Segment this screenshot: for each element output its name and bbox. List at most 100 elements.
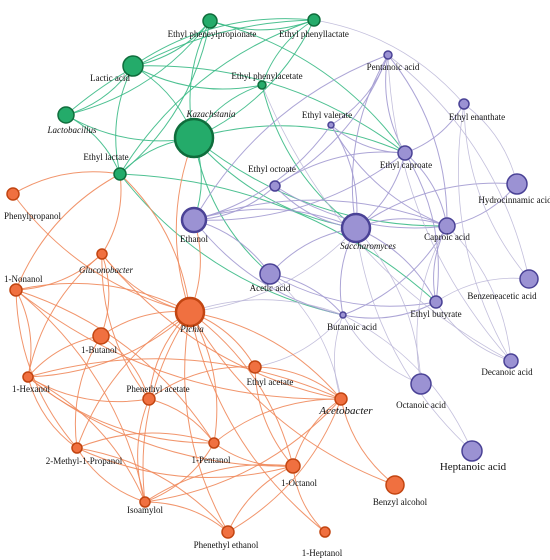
node-ethyl-lactate xyxy=(113,167,127,181)
edge-gluconobacter-acetobacter xyxy=(101,253,342,400)
label-ethyl-octoate: Ethyl octoate xyxy=(248,164,296,174)
edge-octanol-phenethyl-ethanol xyxy=(227,465,294,533)
label-methyl-propanol: 2-Methyl-1-Propanol xyxy=(46,456,123,466)
edge-lactic-acid-ethyl-phenylacetate xyxy=(132,65,263,90)
node-heptanol xyxy=(319,526,331,538)
node-hydrocinnamic-acid xyxy=(506,173,528,195)
edge-ethyl-phenyllactate-ethyl-enanthate xyxy=(313,19,465,105)
edge-octanol-isoamylol xyxy=(144,464,294,503)
edge-pichia-phenylpropanol xyxy=(12,193,191,313)
label-lactobacillus: Lactobacillus xyxy=(47,125,97,135)
edge-pichia-pentanol xyxy=(189,311,218,444)
edge-methyl-propanol-pentanol xyxy=(76,432,215,449)
edge-ethyl-lactate-butanoic-acid xyxy=(119,173,344,316)
edge-lactobacillus-ethyl-phenyllactate xyxy=(65,19,315,116)
label-phenylpropanol: Phenylpropanol xyxy=(4,211,61,221)
label-ethyl-phenyllactate: Ethyl phenyllactate xyxy=(279,29,349,39)
label-octanoic-acid: Octanoic acid xyxy=(396,400,446,410)
edge-pentanoic-acid-decanoic-acid xyxy=(387,54,512,362)
edge-ethyl-valerate-caproic-acid xyxy=(330,124,448,227)
edge-kazachstania-ethyl-phenyllactate xyxy=(193,19,315,139)
edge-pentanoic-acid-caproic-acid xyxy=(387,54,448,227)
edge-pichia-heptanol xyxy=(189,311,326,533)
edge-phenethyl-ethanol-acetobacter xyxy=(227,398,342,533)
node-pentanoic-acid xyxy=(383,50,393,60)
edge-ethyl-lactate-nonanol xyxy=(15,173,121,291)
edge-ethyl-phenylacetate-decanoic-acid xyxy=(261,84,512,362)
label-saccharomyces: Saccharomyces xyxy=(340,241,396,251)
edge-hexanol-octanol xyxy=(27,376,294,467)
edge-nonanol-methyl-propanol xyxy=(15,289,78,449)
node-ethyl-butyrate xyxy=(429,295,443,309)
edge-pichia-phenethyl-ethanol xyxy=(184,311,229,533)
edge-ethanol-caproic-acid xyxy=(193,199,448,227)
edge-ethyl-butyrate-decanoic-acid xyxy=(435,301,512,362)
label-ethyl-acetate: Ethyl acetate xyxy=(247,377,294,387)
edge-ethanol-acetic-acid xyxy=(193,219,271,275)
node-pentanol xyxy=(208,437,220,449)
label-pentanoic-acid: Pentanoic acid xyxy=(367,62,420,72)
label-kazachstania: Kazachstania xyxy=(185,109,236,119)
edge-caproic-acid-hydrocinnamic-acid xyxy=(446,183,518,227)
edge-lactobacillus-ethyl-pheneylpropionate xyxy=(65,20,211,116)
edge-pichia-kazachstania xyxy=(175,137,195,313)
label-pichia: Pichia xyxy=(179,324,204,334)
edge-pichia-acetobacter xyxy=(189,311,342,400)
edge-butanoic-acid-heptanoic-acid xyxy=(342,314,473,452)
edge-lactic-acid-ethyl-phenyllactate xyxy=(132,18,315,67)
edge-pichia-butanoic-acid xyxy=(189,299,344,316)
label-decanoic-acid: Decanoic acid xyxy=(481,367,533,377)
edge-methyl-propanol-octanol xyxy=(76,447,294,478)
edge-ethyl-lactate-pichia xyxy=(119,173,191,313)
edge-acetobacter-butanoic-acid xyxy=(334,314,344,400)
edge-hexanol-butanol xyxy=(27,335,102,378)
label-butanoic-acid: Butanoic acid xyxy=(327,322,377,332)
label-ethyl-valerate: Ethyl valerate xyxy=(302,110,352,120)
label-nonanol: 1-Nonanol xyxy=(4,274,43,284)
label-gluconobacter: Gluconobacter xyxy=(79,265,133,275)
label-hydrocinnamic-acid: Hydrocinnamic acid xyxy=(478,195,550,205)
label-isoamylol: Isoamylol xyxy=(127,505,163,515)
edge-butanol-methyl-propanol xyxy=(74,335,102,449)
edge-caproic-acid-butanoic-acid xyxy=(342,225,448,316)
edge-methyl-propanol-isoamylol xyxy=(76,447,146,503)
edge-caproic-acid-decanoic-acid xyxy=(446,225,512,362)
edge-lactic-acid-ethyl-lactate xyxy=(115,65,134,175)
edge-ethyl-acetate-butanoic-acid xyxy=(254,314,344,368)
label-pentanol: 1-Pentanol xyxy=(192,455,231,465)
node-ethanol xyxy=(180,206,208,234)
edge-isoamylol-acetobacter xyxy=(144,398,342,503)
edge-pichia-nonanol xyxy=(15,282,191,313)
label-ethyl-enanthate: Ethyl enanthate xyxy=(449,112,505,122)
node-ethyl-enanthate xyxy=(458,98,470,110)
edge-pentanoic-acid-ethanol xyxy=(193,54,389,221)
edge-ethyl-caproate-ethyl-butyrate xyxy=(404,152,439,303)
label-heptanoic-acid: Heptanoic acid xyxy=(440,461,507,473)
edge-acetic-acid-ethyl-butyrate xyxy=(269,273,437,307)
label-butanol: 1-Butanol xyxy=(81,345,117,355)
edge-phenethyl-acetate-ethyl-acetate xyxy=(148,366,256,400)
edge-pichia-saccharomyces xyxy=(189,227,357,313)
node-layer xyxy=(6,13,539,539)
edge-saccharomyces-hydrocinnamic-acid xyxy=(355,182,518,229)
label-acetobacter: Acetobacter xyxy=(318,405,373,417)
edge-saccharomyces-pentanoic-acid xyxy=(351,54,389,229)
node-kazachstania xyxy=(173,117,215,159)
node-phenethyl-ethanol xyxy=(221,525,235,539)
edge-ethyl-lactate-ethyl-pheneylpropionate xyxy=(119,20,211,175)
node-ethyl-valerate xyxy=(327,121,335,129)
node-gluconobacter xyxy=(96,248,108,260)
edge-ethyl-lactate-phenylpropanol xyxy=(12,171,121,195)
node-octanol xyxy=(285,458,301,474)
label-ethyl-pheneylpropionate: Ethyl pheneylpropionate xyxy=(168,29,257,39)
edge-layer xyxy=(12,18,530,533)
label-ethyl-phenylacetate: Ethyl phenylacetate xyxy=(231,71,302,81)
label-heptanol: 1-Heptanol xyxy=(302,548,343,558)
edge-pichia-methyl-propanol xyxy=(76,311,191,449)
node-octanoic-acid xyxy=(410,373,432,395)
node-ethyl-acetate xyxy=(248,360,262,374)
node-lactobacillus xyxy=(57,106,75,124)
edge-hexanol-acetobacter xyxy=(27,358,342,400)
node-benzeneacetic-acid xyxy=(519,269,539,289)
node-acetic-acid xyxy=(259,263,281,285)
